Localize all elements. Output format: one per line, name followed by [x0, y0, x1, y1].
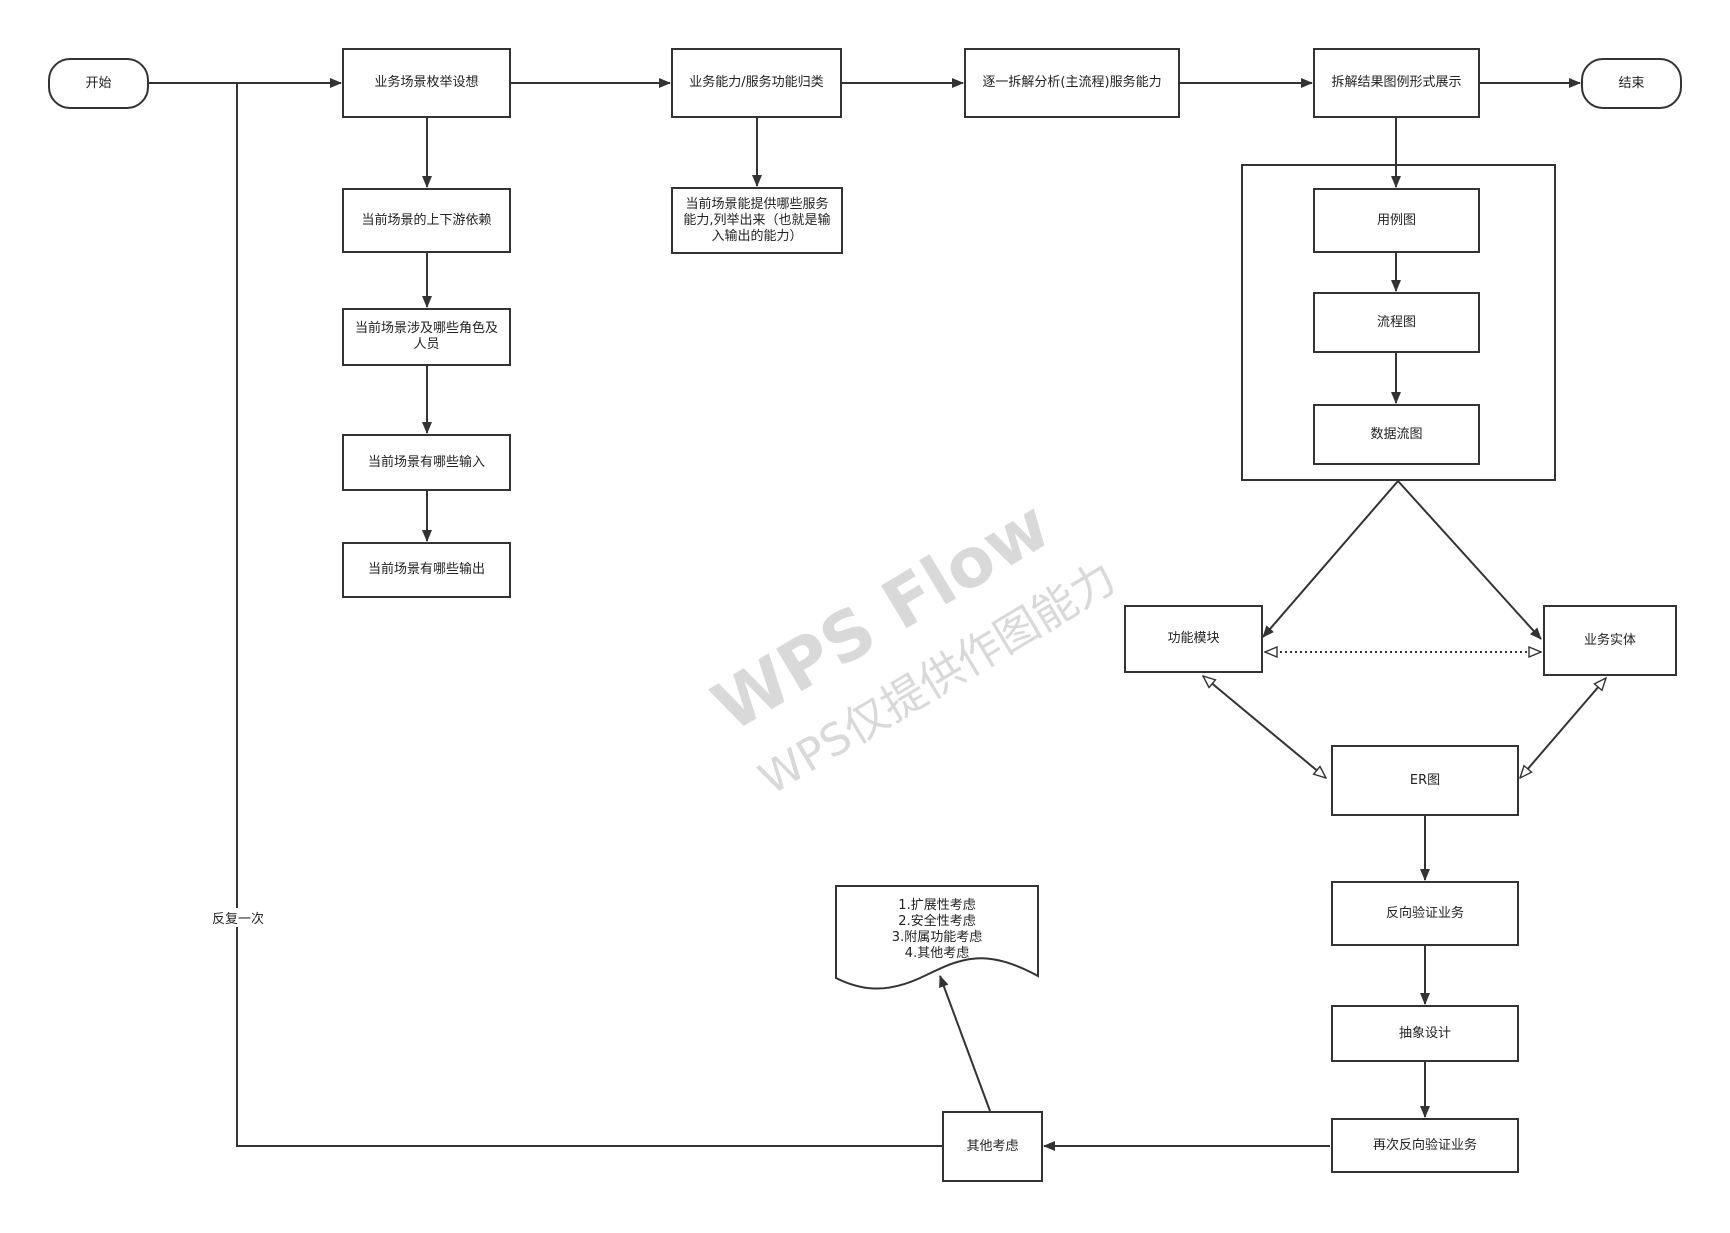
- dataflow-node[interactable]: 数据流图: [1313, 404, 1480, 465]
- edge-group-entity: [1397, 480, 1542, 640]
- other-node[interactable]: 其他考虑: [942, 1111, 1043, 1182]
- start-node[interactable]: 开始: [48, 58, 149, 109]
- biz-entity-node[interactable]: 业务实体: [1543, 605, 1677, 676]
- decompose-node[interactable]: 逐一拆解分析(主流程)服务能力: [964, 48, 1180, 118]
- end-node[interactable]: 结束: [1581, 58, 1682, 109]
- edge-other-note: [939, 975, 991, 1112]
- loop-label: 反复一次: [210, 908, 267, 927]
- er-node[interactable]: ER图: [1331, 745, 1519, 816]
- use-case-node[interactable]: 用例图: [1313, 188, 1480, 253]
- capability-classify-node[interactable]: 业务能力/服务功能归类: [671, 48, 842, 118]
- result-display-node[interactable]: 拆解结果图例形式展示: [1313, 48, 1480, 118]
- edge-group-module: [1262, 480, 1399, 638]
- func-module-node[interactable]: 功能模块: [1124, 605, 1263, 673]
- inputs-node[interactable]: 当前场景有哪些输入: [342, 434, 511, 491]
- note-document-shape: [835, 885, 1039, 990]
- reverse-verify-node[interactable]: 反向验证业务: [1331, 881, 1519, 946]
- outputs-node[interactable]: 当前场景有哪些输出: [342, 542, 511, 598]
- note-document-text[interactable]: 1.扩展性考虑 2.安全性考虑 3.附属功能考虑 4.其他考虑: [891, 898, 983, 961]
- edge-loop-back: [236, 83, 942, 1147]
- roles-node[interactable]: 当前场景涉及哪些角色及 人员: [342, 308, 511, 366]
- service-list-node[interactable]: 当前场景能提供哪些服务 能力,列举出来（也就是输 入输出的能力）: [671, 187, 843, 254]
- diagram-group: [1241, 164, 1556, 481]
- flowchart-node[interactable]: 流程图: [1313, 292, 1480, 353]
- scenario-enum-node[interactable]: 业务场景枚举设想: [342, 48, 511, 118]
- abstract-design-node[interactable]: 抽象设计: [1331, 1005, 1519, 1062]
- reverse-verify-again-node[interactable]: 再次反向验证业务: [1331, 1118, 1519, 1173]
- edge-module-er: [1203, 676, 1326, 778]
- updown-deps-node[interactable]: 当前场景的上下游依赖: [342, 188, 511, 253]
- edge-entity-er: [1520, 678, 1606, 778]
